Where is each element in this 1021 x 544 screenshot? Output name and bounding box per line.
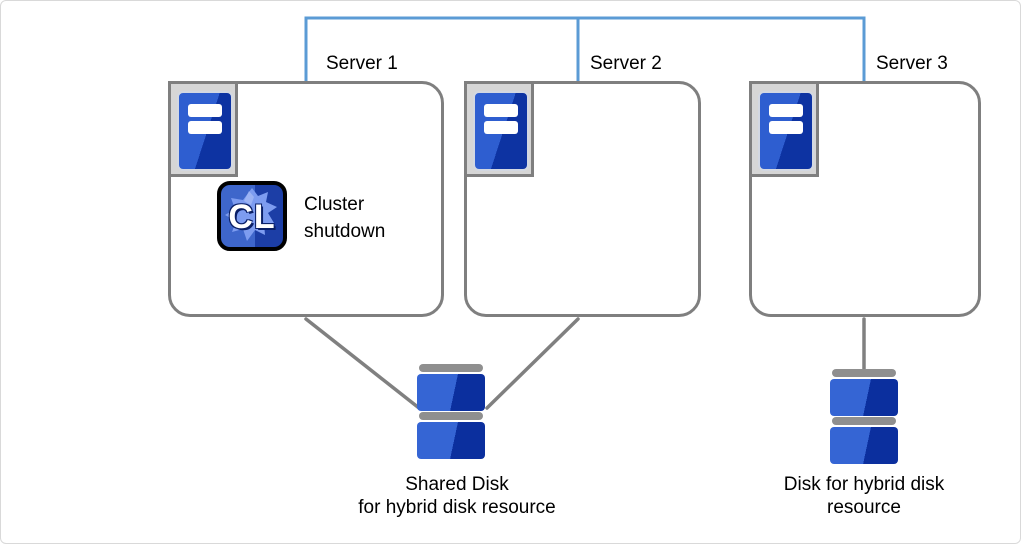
- shared-disk-label-line1: Shared Disk: [405, 474, 509, 495]
- disk-unit: [830, 417, 898, 464]
- cl-icon-text: CL: [228, 198, 276, 236]
- server-tower-icon: [758, 91, 814, 171]
- server-drive-bay: [484, 121, 518, 134]
- cluster-shutdown-line2: shutdown: [304, 221, 386, 242]
- disk-unit: [830, 369, 898, 416]
- disk-cap: [832, 369, 896, 377]
- server-tower-icon: [473, 91, 529, 171]
- server-1-label: Server 1: [326, 53, 398, 74]
- disk-unit: [417, 412, 485, 459]
- hybrid-disk-icon: [830, 369, 898, 464]
- interconnect-line: [304, 16, 866, 81]
- server-2-box: [464, 81, 701, 317]
- server-drive-bay: [188, 121, 222, 134]
- server-drive-bay: [188, 104, 222, 117]
- cluster-shutdown-line1: Cluster: [304, 194, 365, 215]
- shared-disk-label: Shared Disk for hybrid disk resource: [317, 473, 597, 519]
- gear-icon: [225, 188, 277, 241]
- server-drive-bay: [769, 104, 803, 117]
- server-3-label: Server 3: [876, 53, 948, 74]
- server-tower-icon: [177, 91, 233, 171]
- cluster-shutdown-label: Cluster shutdown: [304, 191, 385, 245]
- cl-cluster-icon: CL: [217, 181, 287, 251]
- server1-shared-disk-line: [304, 317, 421, 410]
- disk-body: [417, 374, 485, 411]
- server-drive-bay: [769, 121, 803, 134]
- shared-disk-label-line2: for hybrid disk resource: [358, 497, 556, 518]
- server-icon: [168, 81, 238, 177]
- server-drive-bay: [484, 104, 518, 117]
- server-icon: [464, 81, 534, 177]
- server-2-label: Server 2: [590, 53, 662, 74]
- hybrid-disk-label-line1: Disk for hybrid disk: [783, 474, 945, 495]
- server-1-box: [168, 81, 444, 317]
- server-3-box: [749, 81, 981, 317]
- disk-body: [830, 379, 898, 416]
- hybrid-disk-label: Disk for hybrid disk resource: [734, 473, 994, 519]
- disk-cap: [832, 417, 896, 425]
- shared-disk-icon: [417, 364, 485, 459]
- disk-cap: [419, 412, 483, 420]
- hybrid-disk-label-line2: resource: [827, 497, 901, 518]
- server-icon: [749, 81, 819, 177]
- disk-body: [417, 422, 485, 459]
- disk-body: [830, 427, 898, 464]
- disk-unit: [417, 364, 485, 411]
- disk-cap: [419, 364, 483, 372]
- server2-shared-disk-line: [485, 317, 580, 410]
